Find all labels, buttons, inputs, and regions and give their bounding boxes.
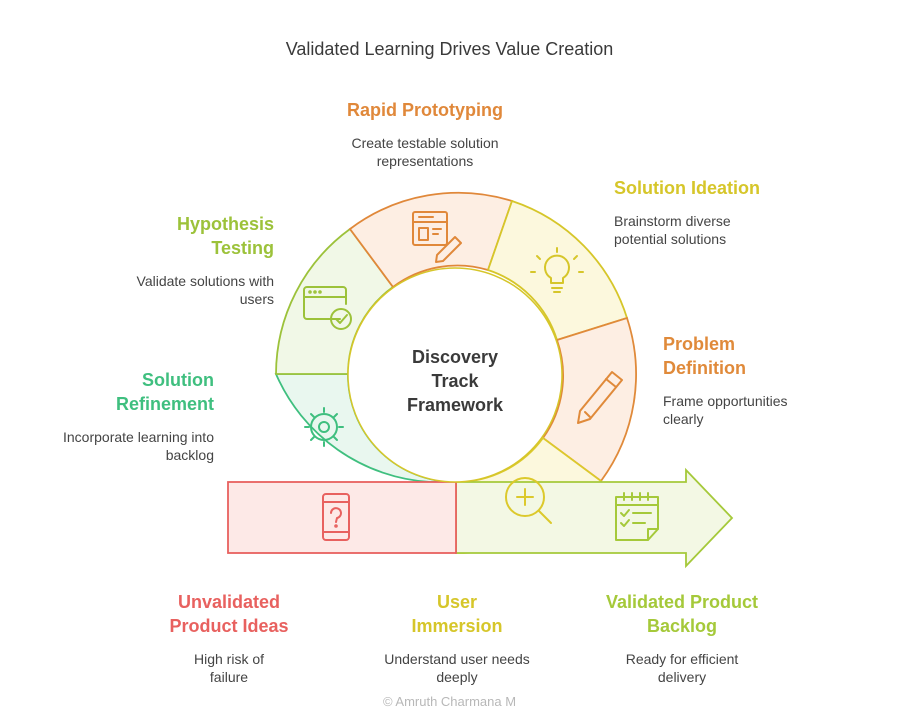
zoom-in-icon xyxy=(505,477,552,524)
ideation-heading: Solution Ideation xyxy=(614,178,760,198)
center-label: Discovery Track Framework xyxy=(406,347,504,415)
browser-check-icon xyxy=(303,286,352,330)
ideation-description: Brainstorm diverse potential solutions xyxy=(614,213,731,247)
copyright-footer: © Amruth Charmana M xyxy=(382,694,517,709)
refinement-description: Incorporate learning into backlog xyxy=(63,429,214,463)
hypothesis-description: Validate solutions with users xyxy=(136,273,274,307)
unvalidated-ideas-box xyxy=(227,481,457,554)
immersion-description: Understand user needs deeply xyxy=(384,651,530,685)
prototyping-description: Create testable solution representations xyxy=(351,135,499,169)
validated-heading: Validated Product Backlog xyxy=(605,592,759,636)
problem-heading: Problem Definition xyxy=(663,334,746,378)
validated-backlog-arrow xyxy=(455,467,734,569)
unvalidated-description: High risk of failure xyxy=(193,651,265,685)
pencil-icon xyxy=(577,371,623,424)
refinement-heading: Solution Refinement xyxy=(115,370,214,414)
validated-description: Ready for efficient delivery xyxy=(625,651,739,685)
phone-question-icon xyxy=(322,493,350,541)
unvalidated-heading: Unvalidated Product Ideas xyxy=(169,592,289,636)
wireframe-pencil-icon xyxy=(412,211,462,263)
diagram-title: Validated Learning Drives Value Creation xyxy=(285,39,614,59)
center-circle xyxy=(347,267,563,483)
immersion-heading: User Immersion xyxy=(411,592,503,636)
checklist-calendar-icon xyxy=(615,492,659,541)
gear-icon xyxy=(304,407,344,447)
problem-description: Frame opportunities clearly xyxy=(663,393,788,427)
prototyping-heading: Rapid Prototyping xyxy=(347,100,503,120)
hypothesis-heading: Hypothesis Testing xyxy=(176,214,274,258)
lightbulb-icon xyxy=(530,247,584,293)
